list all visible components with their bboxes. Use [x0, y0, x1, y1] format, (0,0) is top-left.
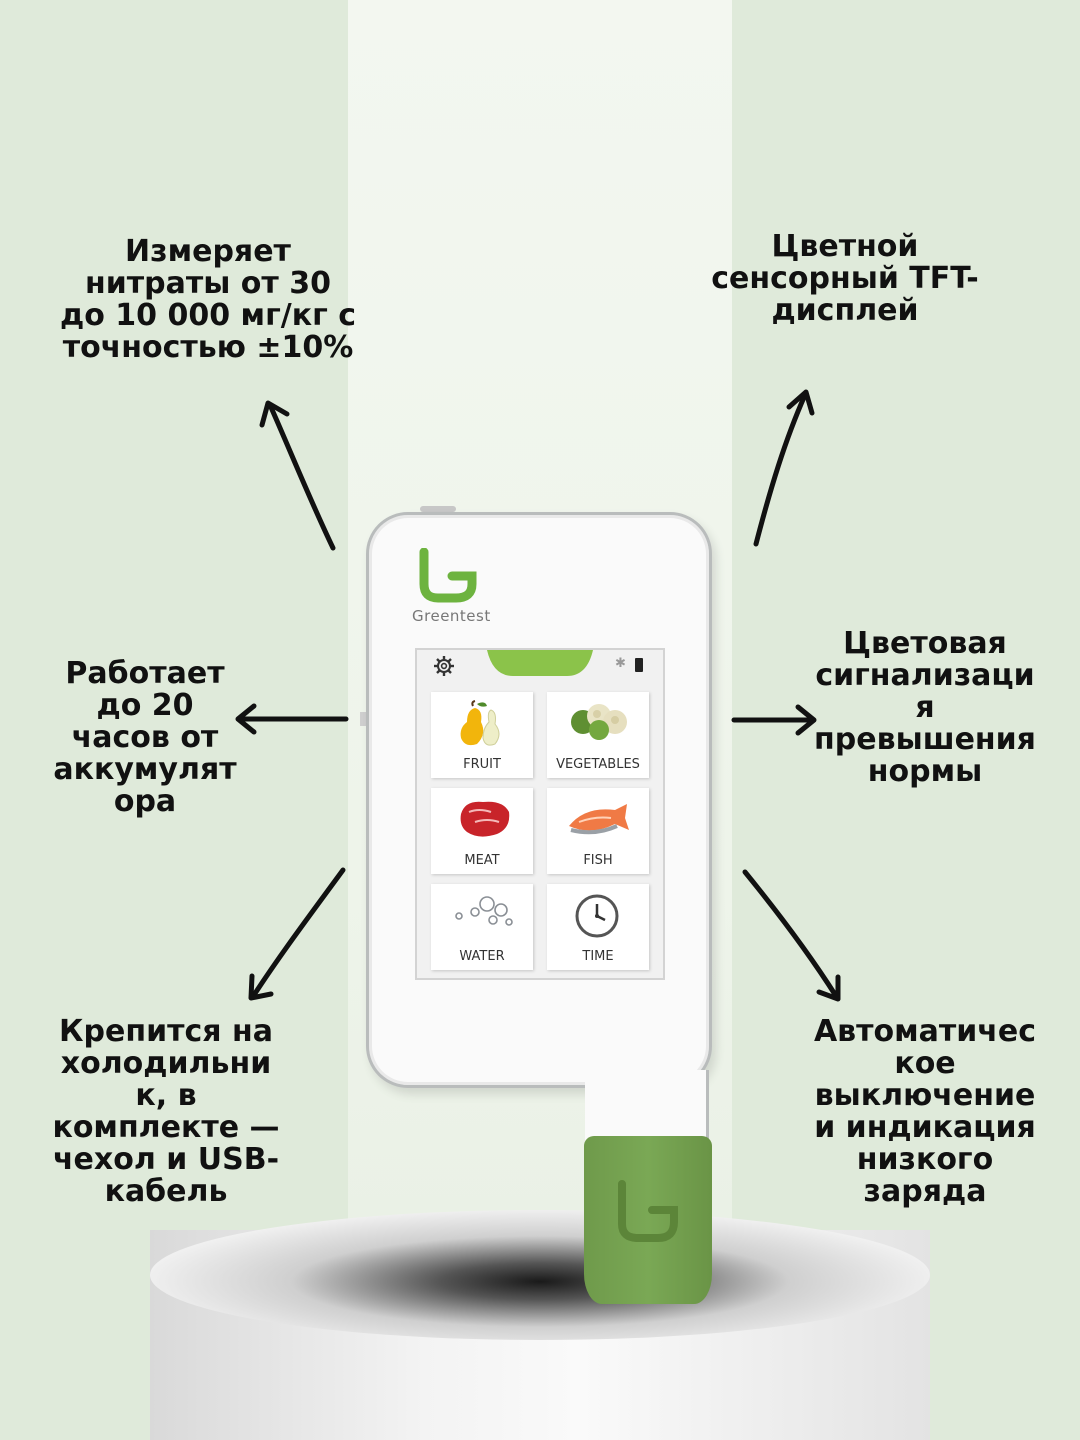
tile-time[interactable]: TIME	[547, 884, 649, 970]
tile-vegetables[interactable]: VEGETABLES	[547, 692, 649, 778]
arrow-autooff	[742, 869, 841, 1002]
device-probe	[584, 1136, 712, 1304]
power-button	[420, 506, 456, 512]
arrow-mount	[248, 867, 346, 1001]
arrow-display	[753, 389, 815, 547]
tile-meat[interactable]: MEAT	[431, 788, 533, 874]
probe-logo-icon	[618, 1180, 678, 1242]
vegetables-icon	[571, 704, 627, 740]
arrow-battery	[235, 703, 349, 735]
water-icon	[455, 896, 513, 926]
clock-icon	[575, 894, 619, 938]
tile-label: WATER	[459, 949, 505, 964]
fruit-icon	[460, 700, 500, 746]
podium-top	[150, 1210, 930, 1340]
device-screen: ✱ FRUIT VEGETABLES MEAT	[415, 648, 665, 980]
tile-label: MEAT	[464, 853, 500, 868]
battery-icon	[635, 658, 643, 672]
tile-fish[interactable]: FISH	[547, 788, 649, 874]
arrow-nitrates	[259, 400, 336, 551]
meat-icon	[460, 801, 510, 837]
tile-fruit[interactable]: FRUIT	[431, 692, 533, 778]
greentest-logo-icon	[419, 548, 477, 603]
callout-mount: Крепится на холодильни к, в комплекте — …	[52, 1014, 280, 1209]
callout-autooff: Автоматичес кое выключение и индикация н…	[813, 1014, 1037, 1209]
side-port-left	[360, 712, 368, 726]
tile-label: TIME	[582, 949, 614, 964]
tile-label: FISH	[583, 853, 613, 868]
brand-name: Greentest	[412, 607, 491, 625]
tile-water[interactable]: WATER	[431, 884, 533, 970]
callout-display: Цветной сенсорный TFT- дисплей	[711, 229, 979, 328]
bluetooth-icon: ✱	[615, 656, 626, 671]
screen-status-bar	[487, 650, 593, 676]
arrow-signal	[731, 704, 817, 736]
callout-nitrates: Измеряет нитраты от 30 до 10 000 мг/кг с…	[60, 234, 356, 365]
callout-battery: Работает до 20 часов от аккумулят ора	[53, 656, 237, 819]
callout-signal: Цветовая сигнализаци я превышения нормы	[814, 626, 1036, 789]
tile-label: VEGETABLES	[556, 757, 640, 772]
gear-icon[interactable]	[433, 655, 455, 677]
fish-icon	[569, 804, 629, 835]
tile-label: FRUIT	[463, 757, 501, 772]
